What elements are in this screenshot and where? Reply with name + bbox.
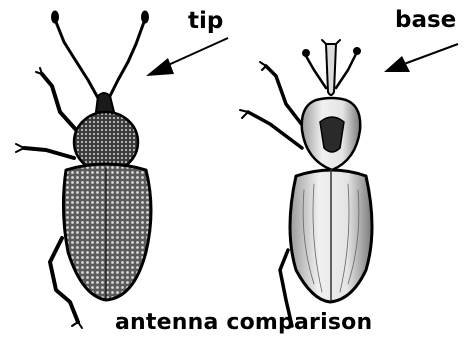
base-label: base xyxy=(395,9,456,32)
right-weevil-tarsi xyxy=(240,62,266,118)
left-weevil-antennae xyxy=(56,22,144,98)
base-pointer-arrow xyxy=(384,44,458,72)
left-weevil-antenna-club-left xyxy=(52,11,59,23)
right-weevil-antenna-club-left xyxy=(303,50,310,57)
left-weevil-elytra xyxy=(63,164,151,300)
tip-pointer-arrow xyxy=(146,38,228,76)
figure-caption: antenna comparison xyxy=(115,312,372,334)
right-weevil-snout xyxy=(326,44,336,95)
tip-label: tip xyxy=(188,10,223,33)
left-weevil-antenna-club-right xyxy=(142,11,149,23)
right-weevil-antenna-club-right xyxy=(354,48,361,55)
left-weevil xyxy=(16,11,151,328)
right-weevil xyxy=(240,40,372,326)
